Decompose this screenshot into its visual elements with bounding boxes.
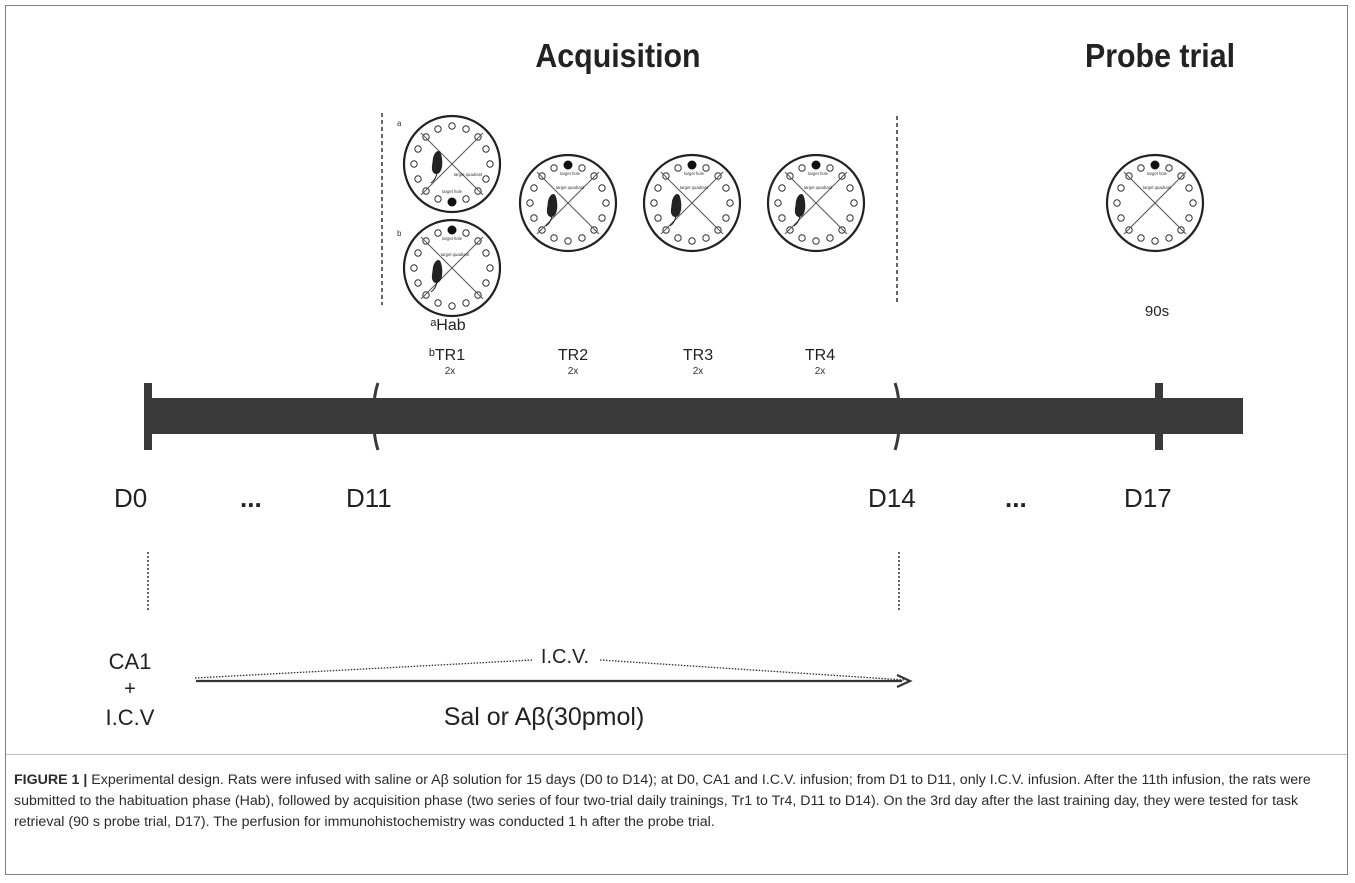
maze-probe-trial: target hole target quadrant — [1107, 155, 1203, 251]
maze-probe-target-quadrant-label: target quadrant — [1143, 185, 1172, 190]
probe-duration-label: 90s — [1145, 303, 1169, 320]
maze-tr4: target hole target quadrant — [768, 155, 864, 251]
timeline-bar — [148, 398, 1243, 434]
experimental-design-diagram: Acquisition Probe trial a target quadran… — [106, 37, 1243, 731]
maze-a-target-quadrant-label: target quadrant — [454, 172, 483, 177]
maze-habituation-b: target hole target quadrant — [404, 220, 500, 316]
maze-probe-target-hole-label: target hole — [1147, 171, 1167, 176]
tick-d0 — [144, 383, 152, 450]
figure-frame — [5, 5, 1348, 875]
ellipsis-right: ... — [1005, 483, 1027, 513]
tick-d17 — [1155, 383, 1163, 450]
maze-b-target-quadrant-label: target quadrant — [441, 252, 470, 257]
maze-habituation-a: target quadrant target hole — [404, 116, 500, 212]
tr2-label: TR2 — [558, 347, 588, 364]
maze-a-target-hole-label: target hole — [442, 189, 462, 194]
tr4-label: TR4 — [805, 347, 835, 364]
maze-tr3: target hole target quadrant — [644, 155, 740, 251]
hab-label: ᵃHab — [430, 317, 465, 334]
day-label-d17: D17 — [1124, 483, 1172, 513]
day-label-d0: D0 — [114, 483, 147, 513]
infusion-arrowhead — [896, 674, 913, 688]
figure-caption: FIGURE 1 | Experimental design. Rats wer… — [14, 770, 1334, 833]
tr1-repeat-label: 2x — [445, 366, 456, 377]
caption-text: Experimental design. Rats were infused w… — [14, 772, 1311, 830]
ca1-label: CA1 — [109, 649, 152, 674]
maze-tr3-target-quadrant-label: target quadrant — [680, 185, 709, 190]
treatment-label: Sal or Aβ(30pmol) — [444, 703, 645, 731]
icv-dotted-dome — [194, 659, 906, 681]
probe-trial-heading: Probe trial — [1085, 37, 1235, 74]
day-label-d14: D14 — [868, 483, 916, 513]
icv-top-label: I.C.V. — [541, 646, 589, 668]
tr3-repeat-label: 2x — [693, 366, 704, 377]
maze-tr2: target hole target quadrant — [520, 155, 616, 251]
maze-tr2-target-quadrant-label: target quadrant — [556, 185, 585, 190]
caption-separator — [6, 754, 1347, 755]
tr2-repeat-label: 2x — [568, 366, 579, 377]
tick-d11 — [372, 382, 380, 451]
maze-tr3-target-hole-label: target hole — [684, 171, 704, 176]
plus-label: + — [124, 678, 136, 700]
maze-tr4-target-quadrant-label: target quadrant — [804, 185, 833, 190]
tr4-repeat-label: 2x — [815, 366, 826, 377]
maze-tr4-target-hole-label: target hole — [808, 171, 828, 176]
maze-b-target-hole-label: target hole — [442, 236, 462, 241]
panel-a-label: a — [397, 119, 402, 128]
acquisition-heading: Acquisition — [535, 37, 700, 74]
icv-left-label: I.C.V — [106, 705, 155, 730]
ellipsis-left: ... — [240, 483, 262, 513]
tick-d14 — [893, 382, 901, 451]
tr3-label: TR3 — [683, 347, 713, 364]
tr1-label: ᵇTR1 — [429, 347, 465, 364]
maze-tr2-target-hole-label: target hole — [560, 171, 580, 176]
panel-b-label: b — [397, 229, 402, 238]
caption-label: FIGURE 1 | — [14, 772, 88, 788]
day-label-d11: D11 — [346, 483, 392, 513]
